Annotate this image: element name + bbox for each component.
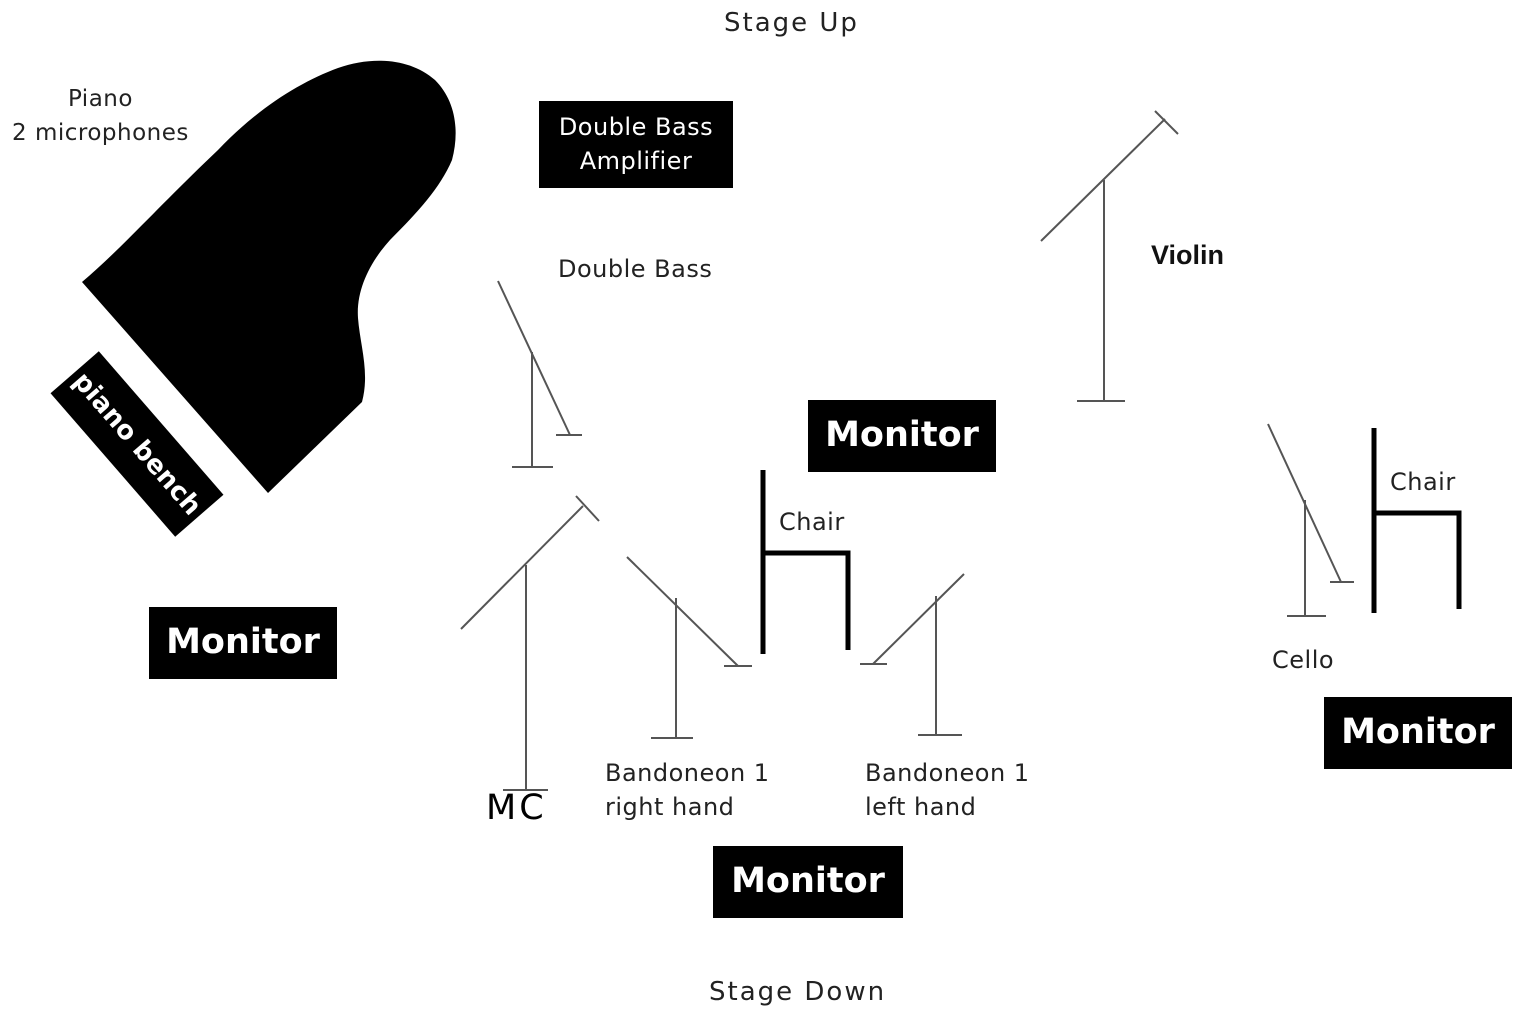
double-bass-label: Double Bass [558,255,713,283]
cello-mic-stand [1267,423,1354,617]
stage-up-label: Stage Up [724,8,859,38]
piano-label: Piano 2 microphones [12,86,189,146]
mc-label: MC [486,788,547,828]
monitor-2: Monitor 2 [713,846,903,971]
bandoneon-left-mic-stand [860,573,965,736]
chair-right-label: Chair [1390,468,1456,496]
monitor-3: Monitor 3 [808,400,996,525]
grand-piano-shape [82,60,456,494]
monitor-4: Monitor 4 [1324,697,1512,822]
violin-mic-stand [1040,110,1179,402]
monitor-1: Monitor 1 [149,607,337,732]
double-bass-mic-stand [497,280,582,468]
violin-label: Violin [1151,240,1225,270]
cello-label: Cello [1272,646,1335,674]
bandoneon-right-mic-stand [626,556,752,739]
bandoneon-right-label: Bandoneon 1 right hand [605,759,770,821]
mc-mic-stand [460,495,600,791]
stage-down-label: Stage Down [709,977,887,1007]
chair-center-label: Chair [779,508,845,536]
chair-center-symbol [760,470,851,654]
double-bass-amplifier: Double Bass Amplifier [539,101,733,188]
bandoneon-left-label: Bandoneon 1 left hand [865,759,1030,821]
chair-right-symbol [1371,428,1462,613]
